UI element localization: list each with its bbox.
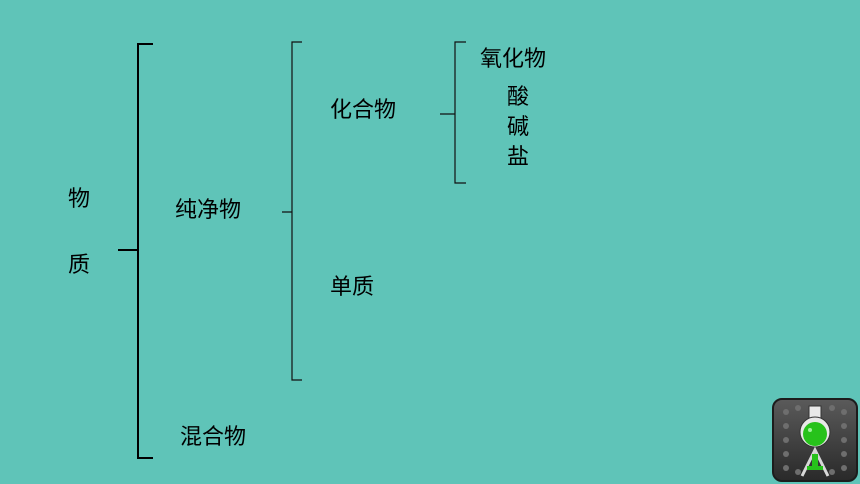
brace-compound <box>440 41 466 184</box>
label-salt: 盐 <box>507 145 530 170</box>
brace-matter <box>118 43 153 459</box>
label-base: 碱 <box>507 115 530 140</box>
label-oxide: 氧化物 <box>480 47 547 72</box>
brace-pure-substance <box>282 41 302 381</box>
label-element: 单质 <box>330 275 375 300</box>
root-label-char-1: 物 <box>68 187 91 212</box>
label-compound: 化合物 <box>330 98 397 123</box>
flask-button[interactable] <box>772 398 858 482</box>
flask-icon <box>783 405 847 477</box>
label-pure-substance: 纯净物 <box>175 198 242 223</box>
root-label-char-2: 质 <box>68 253 91 278</box>
label-mixture: 混合物 <box>180 425 247 450</box>
label-acid: 酸 <box>507 85 530 110</box>
